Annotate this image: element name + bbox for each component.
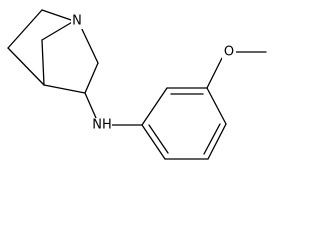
bond-left-down [7, 47, 45, 86]
bond-right-down [84, 62, 99, 94]
bond-n-bridge-top [41, 9, 75, 22]
amine-label: NH [92, 118, 112, 133]
bond-n-right [79, 24, 99, 64]
quinuclidine-cage [7, 9, 99, 94]
bond-mid-down [41, 39, 45, 86]
ring-nitrogen-label: N [72, 14, 82, 29]
benzene-ring [141, 87, 227, 160]
ring-bond-4 [207, 123, 227, 160]
ring-double-bond-2 [203, 123, 221, 155]
bond-c3-nh [84, 92, 97, 119]
bond-bridge-top-left [7, 9, 43, 49]
chemical-structure-diagram: N NH O [7, 9, 267, 160]
ring-bond-6 [141, 124, 166, 160]
amine-bg [92, 118, 112, 133]
ring-bond-1 [141, 87, 168, 126]
bond-bridgehead-c3 [43, 84, 86, 94]
ring-double-bond-3 [148, 124, 169, 154]
bond-n-mid-down [41, 20, 75, 41]
ether-oxygen-bg [222, 45, 236, 60]
bond-ring-oxygen [206, 57, 223, 89]
ether-oxygen-label: O [224, 45, 234, 60]
ring-nitrogen-bg [71, 14, 84, 29]
ring-bond-3 [206, 87, 227, 125]
